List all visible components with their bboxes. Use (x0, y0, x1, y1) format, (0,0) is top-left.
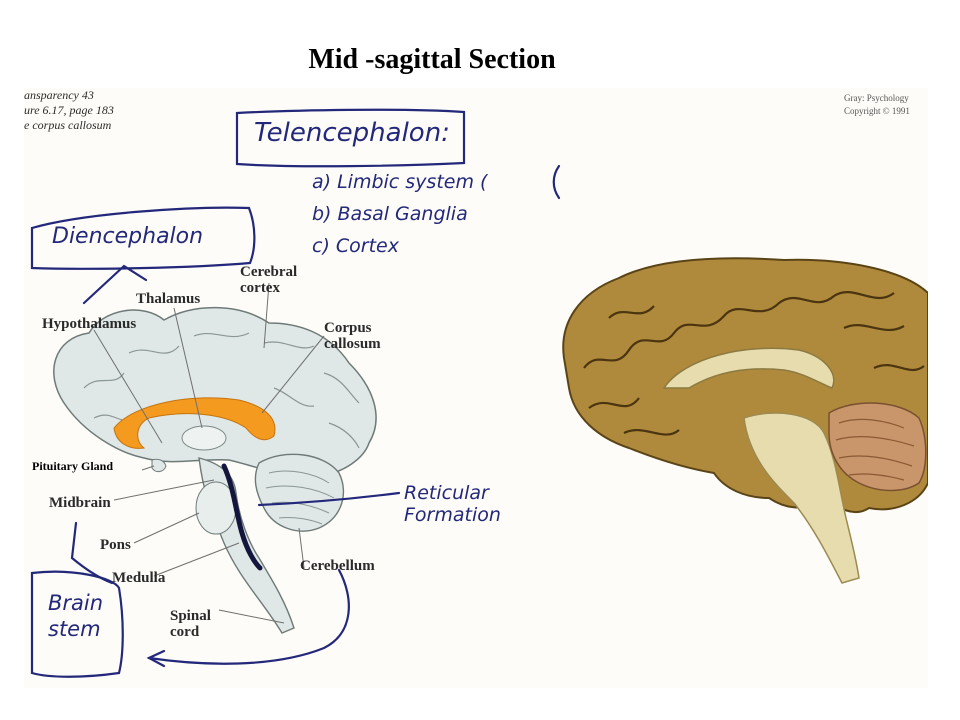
cerebellum-folia (265, 470, 335, 525)
reticular-line: Formation (404, 504, 501, 526)
brain-stem-line: stem (48, 617, 101, 641)
leader-spinal-cord (218, 609, 285, 624)
label-line: callosum (324, 336, 381, 352)
pituitary-shape (151, 458, 167, 473)
leader-cerebellum (298, 527, 305, 569)
telencephalon-box (235, 108, 466, 168)
diencephalon-label: Diencephalon (52, 224, 204, 249)
reticular-formation-label: Reticular Formation (404, 482, 501, 526)
leader-cerebral-cortex (263, 282, 270, 349)
annotations-layer (30, 108, 928, 678)
label-line: cortex (240, 280, 280, 296)
figure-caption: ansparency 43 ure 6.17, page 183 e corpu… (24, 88, 114, 133)
telencephalon-item: a) Limbic system ( (312, 171, 488, 193)
leader-midbrain (113, 479, 215, 501)
corpus-callosum-label: Corpus callosum (324, 320, 381, 352)
hand-parenthesis (552, 164, 561, 200)
midbrain-label: Midbrain (49, 495, 111, 511)
telencephalon-label: Telencephalon: (254, 118, 450, 148)
photo-corpus-callosum (662, 347, 835, 389)
hypothalamus-label: Hypothalamus (42, 316, 137, 332)
photo-sulci (583, 291, 925, 436)
spinal-cord-label: Spinal cord (170, 608, 211, 640)
label-line: cord (170, 624, 200, 640)
label-leader-lines (93, 282, 325, 624)
reticular-line: Reticular (404, 482, 489, 504)
leader-medulla (153, 542, 240, 577)
caption-line: ure 6.17, page 183 (24, 103, 114, 117)
telencephalon-item: c) Cortex (312, 235, 399, 257)
leader-hypothalamus (93, 329, 163, 444)
brainstem-box (30, 570, 124, 678)
cerebellum-label: Cerebellum (300, 558, 375, 574)
leader-pituitary (141, 465, 155, 471)
cerebellum-return-arrow (147, 568, 350, 665)
brainstem-bracket (70, 521, 114, 585)
cerebral-cortex-label: Cerebral cortex (240, 264, 297, 296)
label-line: Corpus (324, 320, 372, 336)
page-title: Mid -sagittal Section (308, 44, 556, 75)
brain-stem-label: Brain stem (48, 590, 103, 642)
diencephalon-box (30, 206, 256, 270)
label-line: Spinal (170, 608, 211, 624)
brain-photo (562, 257, 928, 584)
gyri-lines (83, 332, 360, 449)
reticular-formation-mark (221, 463, 263, 571)
figure-panel: ansparency 43 ure 6.17, page 183 e corpu… (24, 88, 928, 688)
leader-corpus-callosum (261, 335, 325, 414)
label-line: Cerebral (240, 264, 298, 280)
leader-pons (133, 512, 200, 544)
handwritten-strokes (30, 108, 561, 678)
credit-line: Gray: Psychology (844, 93, 909, 103)
cerebellum-shape (254, 453, 345, 532)
photo-brainstem (743, 412, 860, 584)
arrowhead (146, 649, 166, 668)
credit-line: Copyright © 1991 (844, 106, 910, 116)
pons-label: Pons (100, 537, 131, 553)
diencephalon-pointer (82, 264, 148, 305)
pituitary-gland-label: Pituitary Gland (32, 459, 114, 473)
thalamus-label: Thalamus (136, 291, 201, 307)
brain-stem-line: Brain (48, 591, 104, 615)
telencephalon-item: b) Basal Ganglia (312, 203, 468, 225)
thalamus-region (181, 425, 227, 451)
caption-line: ansparency 43 (24, 88, 94, 102)
telencephalon-list: a) Limbic system ( b) Basal Ganglia c) C… (312, 166, 487, 262)
brain-diagram (53, 306, 377, 634)
caption-line: e corpus callosum (24, 118, 112, 132)
leader-thalamus (173, 307, 203, 429)
medulla-label: Medulla (112, 570, 166, 586)
copyright-credit: Gray: Psychology Copyright © 1991 (844, 92, 910, 118)
corpus-callosum (113, 397, 276, 449)
reticular-pointer (257, 491, 401, 507)
photo-cerebellum (828, 402, 927, 492)
photo-cerebellum-folia (835, 418, 915, 481)
